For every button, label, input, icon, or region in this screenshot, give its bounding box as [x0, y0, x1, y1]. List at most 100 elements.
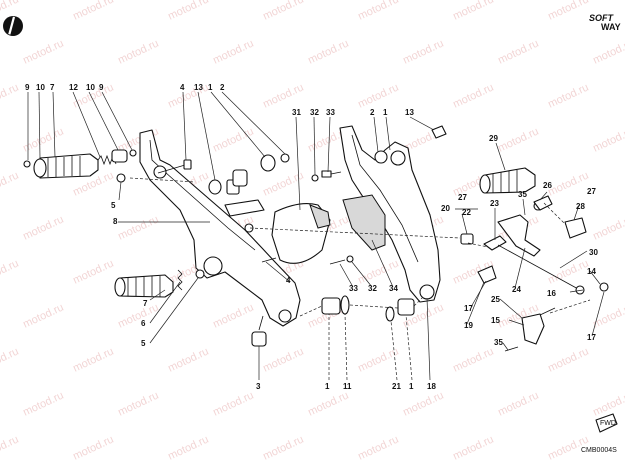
- watermark-text: motod.ru: [211, 125, 255, 154]
- watermark-text: motod.ru: [21, 389, 65, 418]
- part-number-31: 31: [292, 108, 301, 117]
- leader-lines: [27, 91, 605, 381]
- part-number-35: 35: [518, 190, 527, 199]
- part-number-6: 6: [141, 319, 146, 328]
- spring-6: [177, 269, 183, 291]
- watermark-text: motod.ru: [116, 389, 160, 418]
- part-number-30: 30: [589, 248, 598, 257]
- watermark-text: motod.ru: [211, 389, 255, 418]
- part-number-3: 3: [256, 382, 261, 391]
- watermark-text: motod.ru: [21, 213, 65, 242]
- part-number-22: 22: [462, 208, 471, 217]
- watermark-text: motod.ru: [166, 433, 210, 462]
- part-number-13: 13: [194, 83, 203, 92]
- part-number-32: 32: [368, 284, 377, 293]
- watermark-text: motod.ru: [496, 37, 540, 66]
- drawing-code: CMB0004S: [581, 447, 617, 454]
- watermark-text: motod.ru: [0, 433, 21, 462]
- brand-top: SOFT: [589, 13, 615, 23]
- watermark-text: motod.ru: [166, 345, 210, 374]
- watermark-text: motod.ru: [116, 213, 160, 242]
- part-number-1: 1: [208, 83, 213, 92]
- part-number-9: 9: [25, 83, 30, 92]
- watermark-text: motod.ru: [0, 81, 21, 110]
- spacers-1-11-bottom: [321, 295, 350, 315]
- watermark-text: motod.ru: [261, 81, 305, 110]
- part-number-17: 17: [464, 304, 473, 313]
- part-number-27: 27: [587, 187, 596, 196]
- part-number-8: 8: [113, 217, 118, 226]
- brand-logo: [3, 16, 23, 36]
- part-number-18: 18: [427, 382, 436, 391]
- watermark-text: motod.ru: [261, 0, 305, 23]
- bolts-32-33: [311, 170, 342, 182]
- part-number-10: 10: [86, 83, 95, 92]
- watermark-text: motod.ru: [21, 301, 65, 330]
- part-number-15: 15: [491, 316, 500, 325]
- watermark-text: motod.ru: [306, 37, 350, 66]
- part-number-17: 17: [587, 333, 596, 342]
- part-number-34: 34: [389, 284, 398, 293]
- part-number-10: 10: [36, 83, 45, 92]
- watermark-text: motod.ru: [71, 345, 115, 374]
- part-number-5: 5: [141, 339, 146, 348]
- fwd-label: FWD: [600, 420, 616, 427]
- watermark-text: motod.ru: [0, 257, 21, 286]
- bolt-13-right: [431, 125, 447, 139]
- watermark-text: motod.ru: [401, 389, 445, 418]
- part-number-4: 4: [286, 276, 291, 285]
- watermark-text: motod.ru: [356, 81, 400, 110]
- part-number-7: 7: [143, 299, 148, 308]
- watermark-text: motod.ru: [591, 125, 625, 154]
- part-number-1: 1: [409, 382, 414, 391]
- part-number-32: 32: [310, 108, 319, 117]
- spacers-21-1-bottom: [385, 298, 415, 322]
- part-number-33: 33: [349, 284, 358, 293]
- watermark-text: motod.ru: [166, 0, 210, 23]
- watermark-text: motod.ru: [356, 0, 400, 23]
- left-rider-footpeg: [33, 153, 99, 179]
- part-number-35: 35: [494, 338, 503, 347]
- watermark-text: motod.ru: [546, 169, 590, 198]
- left-footpeg-bracket: [139, 129, 301, 327]
- washer-9-right: [129, 149, 137, 157]
- watermark-text: motod.ru: [591, 301, 625, 330]
- heel-guard-31: [271, 203, 331, 264]
- watermark-text: motod.ru: [71, 0, 115, 23]
- part-number-33: 33: [326, 108, 335, 117]
- part-number-9: 9: [99, 83, 104, 92]
- bushing-10: [111, 149, 128, 163]
- watermark-text: motod.ru: [166, 81, 210, 110]
- watermark-text: motod.ru: [591, 37, 625, 66]
- watermark-text: motod.ru: [116, 37, 160, 66]
- softway-logo: SOFT WAY: [589, 13, 621, 32]
- watermark-text: motod.ru: [591, 389, 625, 418]
- part-number-21: 21: [392, 382, 401, 391]
- watermark-text: motod.ru: [401, 37, 445, 66]
- part-number-25: 25: [491, 295, 500, 304]
- washer-5-bottom: [195, 269, 205, 279]
- watermark-text: motod.ru: [356, 257, 400, 286]
- watermark-text: motod.ru: [71, 433, 115, 462]
- fwd-arrow: FWD: [595, 413, 618, 433]
- right-rider-footpeg: [479, 167, 536, 194]
- part-number-14: 14: [587, 267, 596, 276]
- part-number-23: 23: [490, 199, 499, 208]
- watermark-text: motod.ru: [261, 345, 305, 374]
- part-number-24: 24: [512, 285, 521, 294]
- watermark-text: motod.ru: [451, 0, 495, 23]
- watermark-text: motod.ru: [211, 301, 255, 330]
- part-number-12: 12: [69, 83, 78, 92]
- part-number-29: 29: [489, 134, 498, 143]
- part-number-13: 13: [405, 108, 414, 117]
- watermark-text: motod.ru: [356, 433, 400, 462]
- bolt-3: [251, 315, 267, 347]
- watermark-text: motod.ru: [546, 257, 590, 286]
- part-number-1: 1: [325, 382, 330, 391]
- watermark-text: motod.ru: [546, 345, 590, 374]
- watermark-text: motod.ru: [591, 213, 625, 242]
- watermark-text: motod.ru: [116, 301, 160, 330]
- bolt-4-top: [157, 159, 192, 174]
